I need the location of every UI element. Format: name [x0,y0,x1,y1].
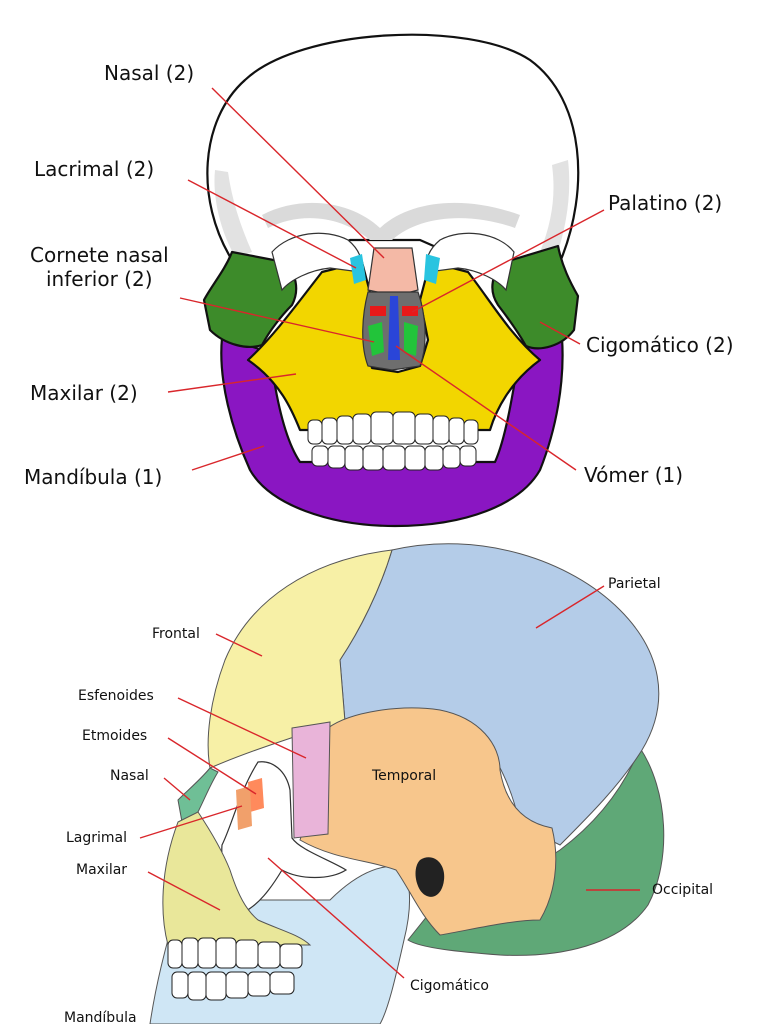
front-cornete-right [404,322,418,356]
label-lagrimal-side: Lagrimal [66,830,127,846]
leader-lagrimal-side [139,805,243,839]
front-palatino-left [370,306,386,316]
front-vomer [388,296,400,360]
leader-esfenoides-side [177,697,307,759]
leader-cigomatico-side [267,857,405,979]
front-lacrimal-left [350,254,366,284]
leader-vomer-front [395,345,577,471]
leader-etmoides-side [167,737,257,795]
label-nasal-front: Nasal (2) [104,61,194,85]
leader-palatino-front [411,209,605,313]
skull-side-view: Parietal Frontal Esfenoides Etmoides Nas… [64,543,713,1024]
front-cornete-left [368,322,384,356]
front-teeth [307,411,479,471]
label-temporal-side: Temporal [371,768,436,784]
side-teeth [167,937,303,1001]
front-cigomatico-left [202,250,298,348]
front-palatino-right [402,306,418,316]
leader-maxilar-front [167,373,297,393]
side-esfenoides [291,721,331,839]
front-brow-shade [262,202,520,240]
skull-front-view: Nasal (2) Lacrimal (2) Cornete nasal inf… [24,33,734,528]
label-parietal-side: Parietal [608,576,661,592]
label-etmoides-side: Etmoides [82,728,147,744]
leader-nasal-side [163,777,191,801]
leader-nasal-front [211,87,385,259]
label-cornete-line2: inferior (2) [46,267,153,291]
front-nasal [367,247,419,297]
front-cranium-shade-left [214,170,252,258]
label-maxilar-side: Maxilar [76,862,127,878]
label-palatino-front: Palatino (2) [608,191,722,215]
leader-cornete-front [179,297,375,343]
front-leader-lines [167,87,605,471]
leader-cigomatico-front [539,321,581,345]
front-cigomatico-right [491,244,580,350]
side-lagrimal [236,786,252,830]
leader-lacrimal-front [187,179,357,269]
side-ear-canal [415,857,445,897]
front-lacrimal-right [424,254,440,284]
label-cornete-line1: Cornete nasal [30,243,169,267]
label-mandibula-front: Mandíbula (1) [24,465,162,489]
leader-maxilar-side [147,871,221,911]
label-mandibula-side: Mandíbula [64,1010,137,1024]
label-nasal-side: Nasal [110,768,149,784]
leader-parietal-side [535,585,605,629]
label-lacrimal-front: Lacrimal (2) [34,157,154,181]
side-maxilar [162,811,312,946]
side-temporal [299,707,557,936]
front-cranium-shade-right [540,160,570,258]
label-cigomatico-side: Cigomático [410,978,489,994]
label-maxilar-front: Maxilar (2) [30,381,138,405]
leader-mandibula-front [191,445,265,471]
leader-frontal-side [215,633,263,657]
label-esfenoides-side: Esfenoides [78,688,154,704]
side-leader-lines [139,585,640,979]
label-occipital-side: Occipital [652,882,713,898]
side-etmoides [248,778,264,812]
label-vomer-front: Vómer (1) [584,463,683,487]
front-maxilar [246,260,542,432]
label-cigomatico-front: Cigomático (2) [586,333,734,357]
label-frontal-side: Frontal [152,626,200,642]
